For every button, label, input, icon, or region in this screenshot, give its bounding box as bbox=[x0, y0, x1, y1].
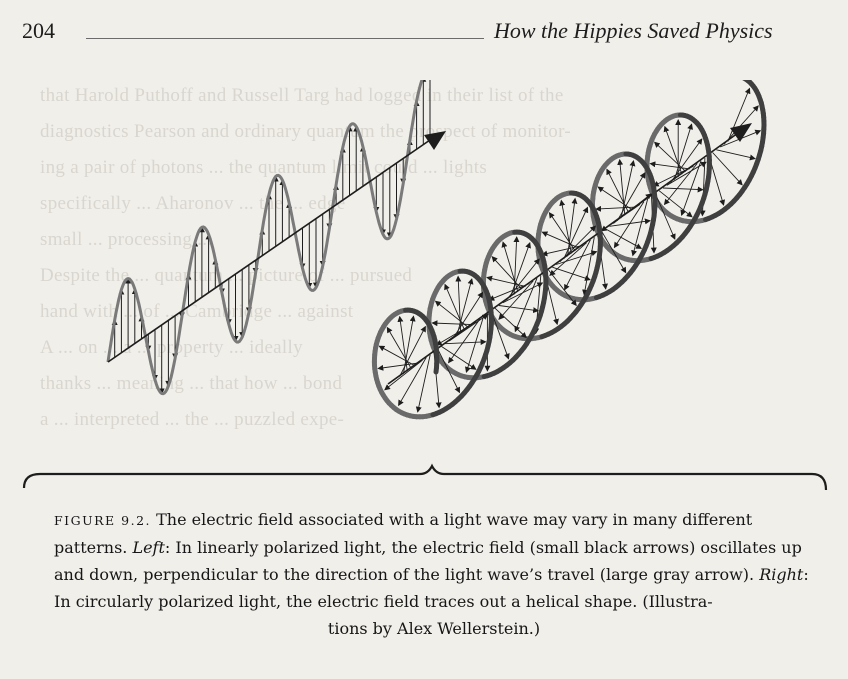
linear-polarization-diagram bbox=[106, 80, 446, 396]
field-arrow bbox=[378, 345, 416, 366]
field-arrow bbox=[456, 278, 474, 336]
linear-travel-arrow bbox=[107, 139, 431, 363]
field-arrow bbox=[501, 241, 519, 292]
field-arrow bbox=[513, 236, 520, 295]
circular-arrowhead bbox=[730, 123, 752, 142]
header-rule bbox=[86, 38, 484, 39]
caption-left-label: Left bbox=[132, 538, 165, 557]
caption-text-3: : In circularly polarized light, the ele… bbox=[54, 565, 809, 611]
field-arrow bbox=[673, 123, 693, 180]
field-arrow bbox=[653, 141, 687, 172]
field-arrow bbox=[582, 237, 595, 296]
field-arrow bbox=[595, 205, 637, 212]
field-arrow bbox=[437, 348, 460, 394]
caption-text-1: The electric field associated with a lig… bbox=[54, 510, 753, 557]
field-arrow bbox=[434, 300, 469, 328]
field-arrow bbox=[613, 201, 645, 249]
field-arrow bbox=[431, 320, 473, 327]
field-arrow bbox=[666, 161, 707, 186]
page-number: 204 bbox=[22, 18, 55, 43]
field-arrow bbox=[397, 315, 408, 372]
field-arrow bbox=[486, 275, 526, 287]
field-arrow bbox=[549, 242, 587, 276]
field-arrow bbox=[445, 339, 487, 346]
field-arrow bbox=[541, 244, 583, 257]
field-arrow bbox=[601, 231, 627, 274]
field-arrow bbox=[465, 316, 485, 373]
field-arrow bbox=[491, 256, 523, 290]
field-arrow bbox=[509, 241, 531, 298]
field-arrow bbox=[620, 160, 636, 219]
field-arrow bbox=[564, 239, 591, 291]
caption-text-2: : In linearly polarized light, the elect… bbox=[54, 538, 802, 584]
field-arrow bbox=[662, 186, 704, 193]
linear-wave-curve bbox=[106, 80, 424, 396]
figure-caption: Figure 9.2. The electric field associate… bbox=[54, 506, 814, 642]
field-arrow bbox=[712, 152, 743, 186]
field-arrow bbox=[658, 190, 693, 218]
field-arrow bbox=[559, 199, 572, 254]
field-arrow bbox=[490, 310, 510, 360]
page-header: 204 How the Hippies Saved Physics bbox=[0, 18, 848, 54]
field-arrow bbox=[552, 266, 591, 281]
field-arrow bbox=[448, 318, 481, 364]
field-arrow bbox=[384, 359, 423, 391]
field-arrow bbox=[663, 163, 698, 206]
field-arrow bbox=[399, 325, 426, 377]
field-arrow bbox=[402, 315, 416, 374]
field-arrow bbox=[441, 346, 477, 370]
field-arrow bbox=[498, 305, 540, 314]
caption-text-4: tions by Alex Wellerstein.) bbox=[327, 619, 541, 638]
caption-right-label: Right bbox=[759, 565, 804, 584]
circular-polarization-diagram bbox=[371, 80, 767, 420]
field-arrow bbox=[448, 314, 489, 342]
field-arrow bbox=[716, 149, 756, 161]
field-arrow bbox=[680, 160, 702, 217]
field-arrow bbox=[452, 291, 484, 339]
field-arrow bbox=[444, 283, 465, 331]
field-arrow bbox=[727, 87, 751, 142]
field-arrow bbox=[377, 362, 419, 371]
field-arrow bbox=[567, 197, 578, 257]
field-arrow bbox=[654, 193, 676, 240]
field-arrow bbox=[631, 198, 649, 257]
field-arrow bbox=[488, 283, 530, 301]
field-arrow bbox=[606, 168, 630, 213]
running-head: How the Hippies Saved Physics bbox=[494, 18, 773, 43]
field-arrow bbox=[415, 354, 431, 413]
field-arrow bbox=[494, 307, 527, 339]
field-arrow bbox=[398, 357, 427, 407]
field-arrow bbox=[541, 231, 580, 249]
field-arrow bbox=[597, 186, 633, 211]
field-arrow bbox=[617, 158, 626, 216]
field-arrow bbox=[514, 278, 538, 333]
field-arrow bbox=[455, 275, 462, 333]
field-arrow bbox=[649, 161, 690, 170]
field-arrow bbox=[663, 125, 683, 175]
field-arrow bbox=[498, 280, 534, 320]
figure-label: Figure 9.2. bbox=[54, 513, 151, 528]
circular-travel-arrow bbox=[387, 132, 739, 385]
field-arrow bbox=[555, 250, 598, 265]
figure-illustration bbox=[22, 80, 828, 491]
figure-brace bbox=[22, 463, 828, 491]
field-arrow bbox=[563, 206, 589, 260]
linear-arrowhead bbox=[424, 131, 446, 150]
